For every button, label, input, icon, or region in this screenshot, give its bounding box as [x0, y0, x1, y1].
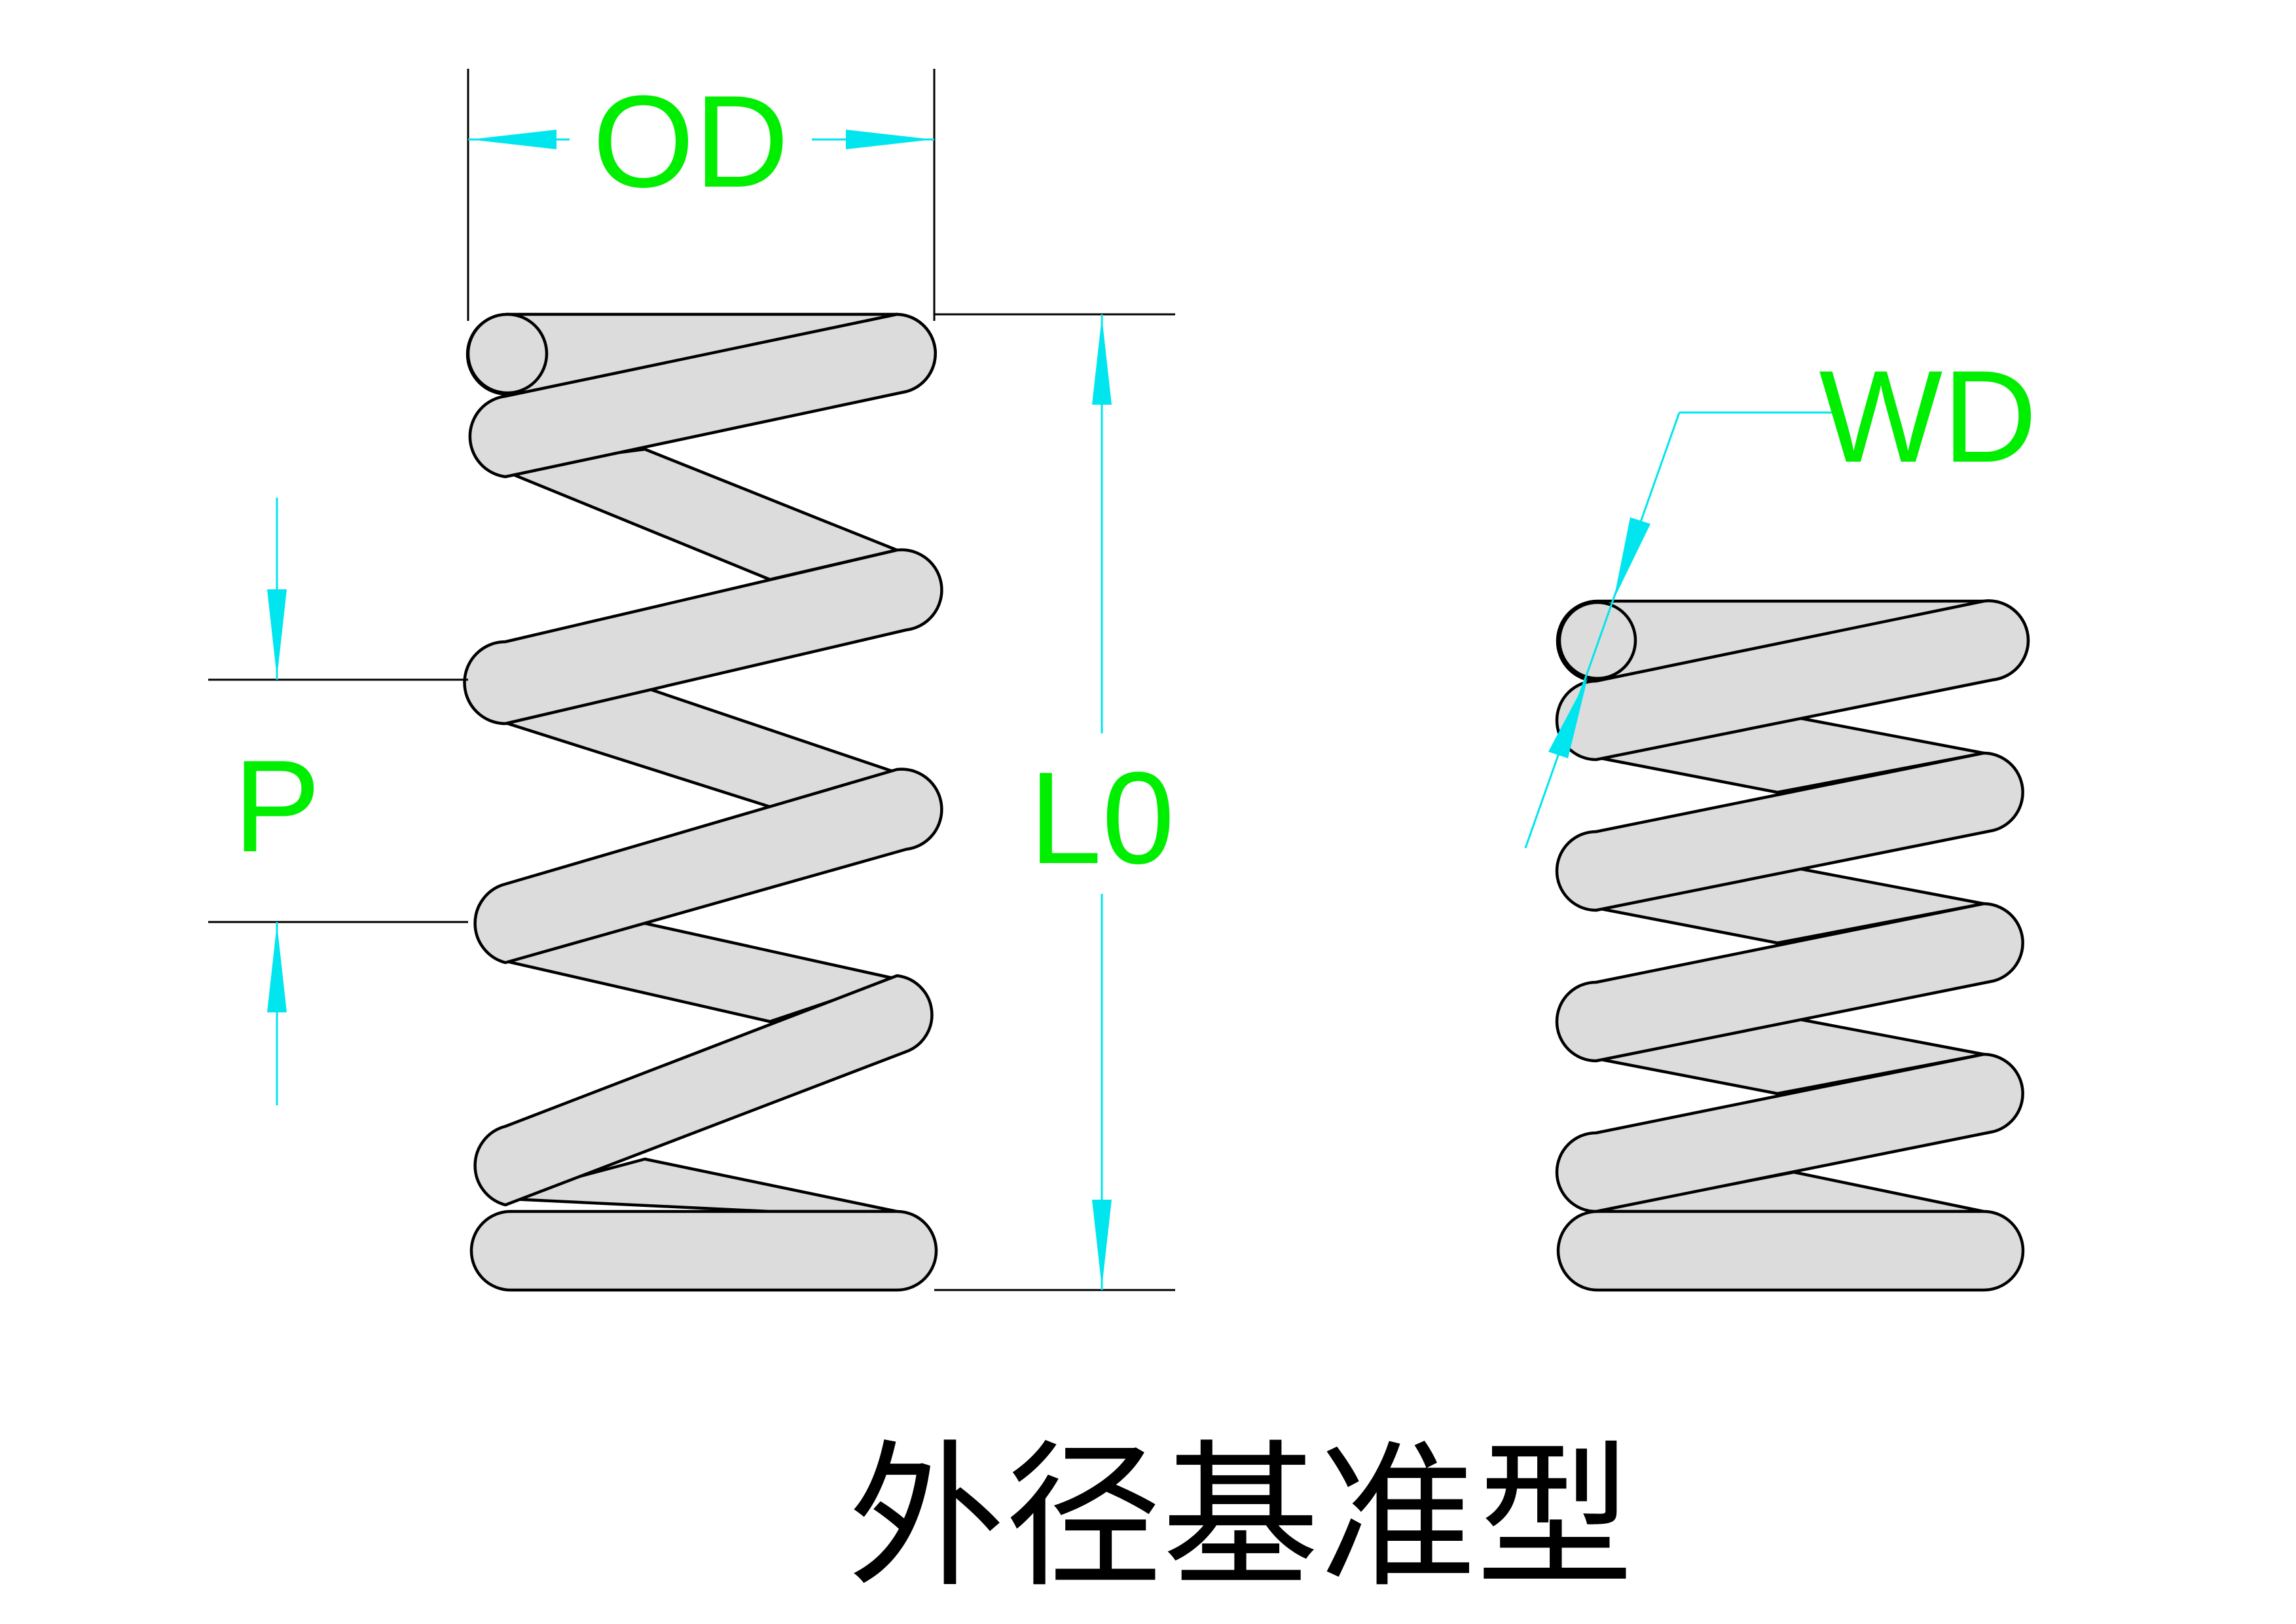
- pitch-dimension: P: [208, 498, 468, 1105]
- bottom-flat-coil: [469, 1209, 938, 1292]
- right-front-coil-2: [1555, 751, 2024, 912]
- front-coil-4: [473, 974, 934, 1207]
- wd-label: WD: [1819, 344, 2037, 490]
- wd-leader-line: [1524, 412, 1681, 849]
- od-label: OD: [592, 69, 789, 215]
- back-coil-1: [496, 447, 899, 581]
- pitch-arrow-top: [267, 589, 287, 678]
- right-bottom-flat-coil: [1556, 1209, 2025, 1292]
- wd-arrow-top: [1614, 517, 1650, 599]
- od-dimension: OD: [467, 69, 936, 321]
- front-coil-2: [463, 548, 943, 726]
- l0-dimension: L0: [934, 313, 1175, 1291]
- right-front-coils: [1555, 599, 2030, 1213]
- l0-arrow-bottom: [1092, 1200, 1112, 1287]
- front-coils: [463, 312, 943, 1207]
- pitch-label: P: [233, 733, 320, 879]
- wd-arrow-bottom: [1548, 678, 1588, 758]
- right-back-coils: [1589, 715, 1986, 1213]
- wd-dimension: WD: [1524, 344, 2037, 849]
- top-wire-end: [466, 312, 549, 395]
- compact-spring: [1555, 599, 2030, 1292]
- right-front-coil-3: [1555, 902, 2024, 1063]
- od-arrow-right: [846, 130, 932, 149]
- front-coil-3: [473, 767, 943, 965]
- od-arrow-left: [470, 130, 556, 149]
- front-coil-1: [468, 312, 937, 479]
- pitch-arrow-bottom: [267, 924, 287, 1012]
- right-front-coil-1: [1555, 599, 2030, 762]
- l0-arrow-top: [1092, 317, 1112, 405]
- l0-label: L0: [1029, 745, 1175, 891]
- dimensioned-spring: [463, 312, 943, 1292]
- diagram-caption: 外径基准型: [848, 1426, 1633, 1609]
- right-top-wire-end: [1558, 600, 1637, 680]
